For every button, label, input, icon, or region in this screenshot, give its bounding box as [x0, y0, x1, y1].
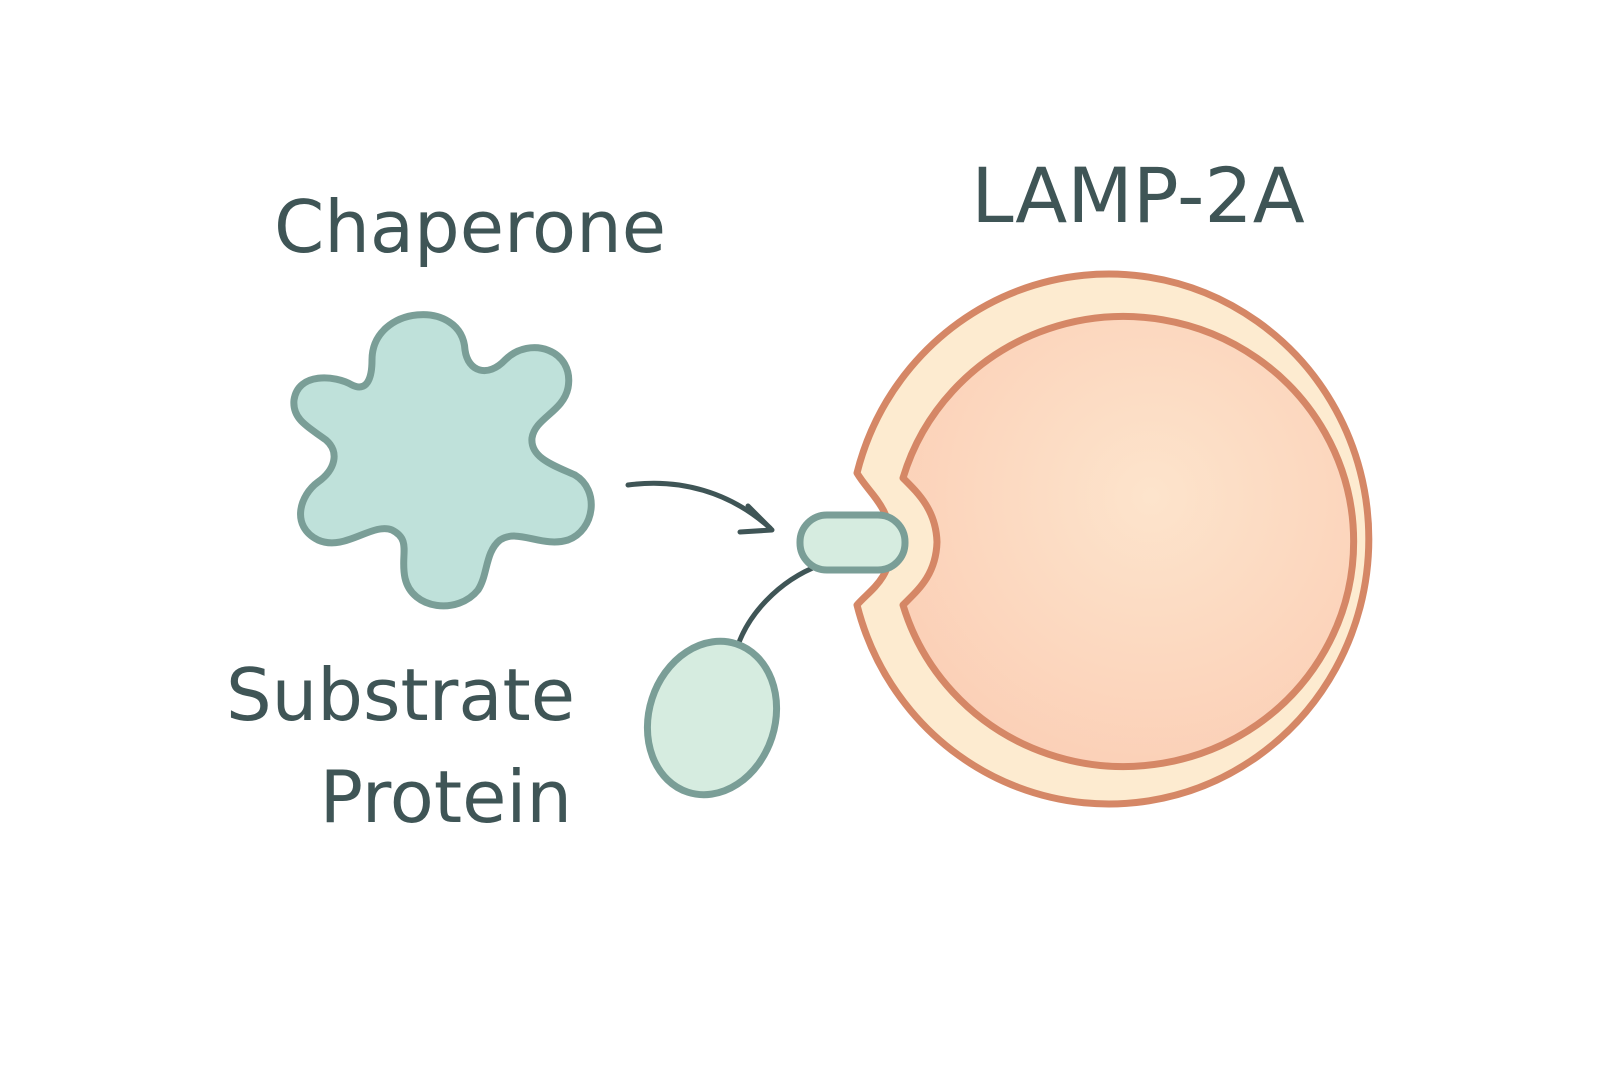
- substrate-label-line2: Protein: [320, 755, 572, 839]
- substrate-tether: [732, 562, 823, 658]
- arrow-head: [737, 503, 775, 535]
- lysosome-lumen: [899, 313, 1358, 770]
- substrate-label-line1: Substrate: [226, 653, 575, 737]
- chaperone-label: Chaperone: [274, 185, 666, 269]
- substrate-protein-shape: [643, 637, 781, 799]
- lamp-2a-receptor: [796, 511, 909, 574]
- lamp-2a-label: LAMP-2A: [971, 151, 1305, 240]
- chaperone-shape: [290, 311, 595, 610]
